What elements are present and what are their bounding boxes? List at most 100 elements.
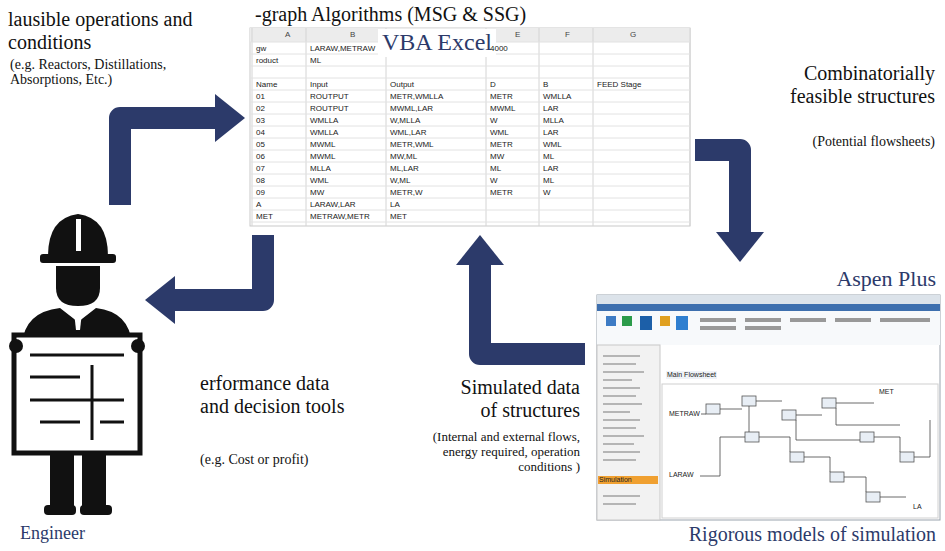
aspen-screenshot-part: [662, 384, 938, 518]
column-header: G: [630, 31, 636, 39]
arrow-head: [456, 235, 504, 265]
aspen-screenshot-part: [597, 345, 660, 520]
engineer-icon-part: [131, 339, 145, 353]
table-cell: MW: [490, 153, 504, 161]
engineer-icon-part: [76, 219, 81, 251]
aspen-screenshot-part: [597, 311, 940, 345]
table-cell: WMLLA: [543, 93, 571, 101]
table-cell: A: [256, 201, 261, 209]
screen-text: Main Flowsheet: [666, 371, 717, 379]
aspen-screenshot-part-part: [860, 432, 874, 442]
aspen-screenshot-part: [745, 318, 781, 322]
table-cell: METR: [490, 141, 513, 149]
screen-text: LARAW: [668, 471, 695, 479]
table-cell: ML: [310, 57, 321, 65]
table-cell: METR: [490, 93, 513, 101]
table-cell: MLLA: [543, 117, 564, 125]
arrow-label: lausible operations and conditions: [8, 8, 198, 54]
engineer-icon-part: [9, 339, 23, 353]
table-cell: LARAW,LAR: [310, 201, 356, 209]
table-cell: WMLLA: [310, 129, 338, 137]
aspen-screenshot-part: [676, 316, 688, 330]
table-cell: ROUTPUT: [310, 93, 349, 101]
aspen-screenshot: [597, 295, 940, 520]
table-cell: METRAW,METR: [310, 213, 370, 221]
engineer-icon: [9, 214, 145, 515]
arrow-head: [716, 232, 764, 262]
aspen-screenshot-part: [597, 295, 940, 304]
aspen-screenshot-part-part: [790, 452, 804, 462]
table-cell: MWML: [310, 141, 335, 149]
table-cell: MWML: [310, 153, 335, 161]
table-cell: Output: [390, 81, 414, 89]
flow-arrow: [695, 150, 764, 262]
table-cell: 01: [256, 93, 265, 101]
aspen-screenshot-part: [700, 318, 736, 322]
spreadsheet-screenshot: [250, 28, 690, 226]
table-cell: 05: [256, 141, 265, 149]
aspen-screenshot-part-part: [830, 472, 844, 482]
engineer-icon-part: [80, 505, 112, 515]
node-title: -graph Algorithms (MSG & SSG): [255, 3, 526, 26]
table-cell: 06: [256, 153, 265, 161]
table-cell: LAR: [543, 165, 559, 173]
node-title: Aspen Plus: [836, 266, 936, 291]
engineer-icon-part: [56, 266, 100, 306]
table-cell: MET: [390, 213, 407, 221]
arrow-note: (Potential flowsheets): [762, 134, 935, 150]
engineer-icon-part: [14, 335, 140, 453]
table-cell: 08: [256, 177, 265, 185]
aspen-screenshot-part-part: [782, 410, 796, 420]
engineer-icon-part: [50, 453, 74, 509]
node-text: VBA Excel: [378, 29, 496, 57]
table-cell: 07: [256, 165, 265, 173]
engineer-icon-part: [44, 505, 76, 515]
aspen-screenshot-part: [660, 316, 670, 326]
screen-text: Simulation: [598, 476, 658, 484]
aspen-screenshot-part-part: [866, 492, 880, 502]
column-header: E: [515, 31, 520, 39]
table-cell: B: [543, 81, 548, 89]
aspen-screenshot-part-part: [900, 452, 914, 462]
aspen-screenshot-part: [880, 318, 930, 322]
table-cell: WML: [310, 177, 329, 185]
node-title: Engineer: [20, 523, 85, 544]
table-cell: ML: [543, 153, 554, 161]
aspen-screenshot-part: [640, 316, 652, 330]
table-cell: ML: [490, 165, 501, 173]
node-text: Rigorous models of simulation: [689, 523, 936, 546]
engineer-node: Engineer: [5, 205, 145, 545]
arrow-shaft: [480, 265, 585, 354]
screen-text: MET: [878, 388, 895, 396]
table-cell: ROUTPUT: [310, 105, 349, 113]
table-cell: LAR: [543, 129, 559, 137]
arrow-shaft: [120, 118, 215, 205]
table-cell: WML: [490, 129, 509, 137]
table-cell: W: [543, 189, 551, 197]
table-cell: W: [490, 117, 498, 125]
table-cell: WML: [543, 141, 562, 149]
aspen-screenshot-part-part: [745, 432, 759, 442]
engineer-icon-part: [82, 453, 106, 509]
flow-arrow: [120, 94, 245, 205]
arrow-shaft: [695, 150, 740, 232]
aspen-screenshot-part: [835, 318, 871, 322]
table-cell: METR: [490, 189, 513, 197]
flow-arrow: [456, 235, 585, 354]
table-cell: W,ML: [390, 177, 410, 185]
table-cell: ML: [543, 177, 554, 185]
aspen-screenshot-part-part: [706, 404, 720, 414]
table-cell: LA: [390, 201, 400, 209]
table-cell: 09: [256, 189, 265, 197]
table-cell: Name: [256, 81, 277, 89]
table-cell: roduct: [256, 57, 278, 65]
table-cell: FEED Stage: [597, 81, 641, 89]
aspen-screenshot-part-part: [822, 398, 836, 408]
table-cell: D: [490, 81, 496, 89]
aspen-screenshot-part: [790, 318, 826, 322]
arrow-note: (e.g. Cost or profit): [200, 452, 360, 468]
aspen-screenshot-part: [597, 295, 940, 520]
table-cell: 03: [256, 117, 265, 125]
